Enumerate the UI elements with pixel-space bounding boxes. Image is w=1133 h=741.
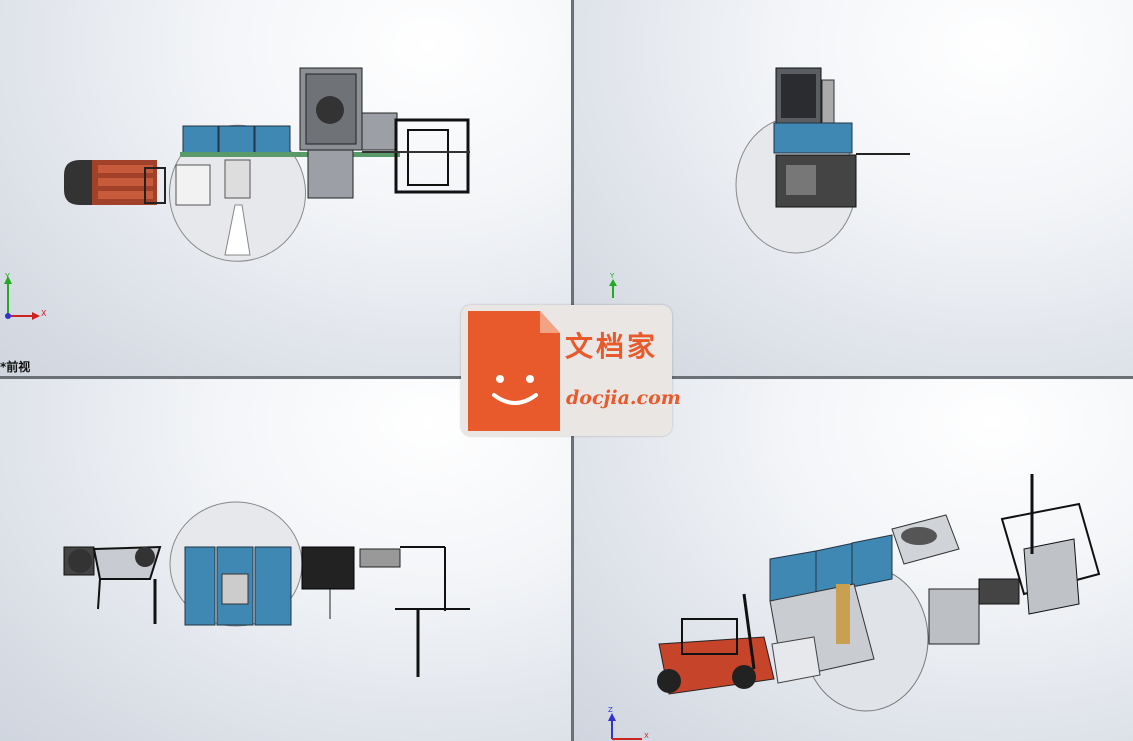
forklift-model bbox=[64, 160, 166, 205]
front-view-model bbox=[64, 67, 470, 262]
watermark-logo: 文档家 docjia.com bbox=[461, 305, 681, 436]
forklift-model bbox=[657, 593, 821, 695]
viewport-top[interactable] bbox=[0, 379, 571, 741]
document-smile-icon bbox=[468, 311, 560, 431]
axis-triad: Y bbox=[609, 272, 617, 298]
watermark-en-text: docjia.com bbox=[566, 387, 681, 409]
viewport-front[interactable]: Y X *前视 bbox=[0, 0, 571, 376]
axis-z-label: Z bbox=[608, 706, 613, 714]
viewport-isometric[interactable]: Z X bbox=[574, 379, 1133, 741]
axis-y-label: Y bbox=[609, 272, 615, 280]
side-view-model bbox=[735, 67, 910, 254]
axis-x-label: X bbox=[644, 732, 649, 740]
watermark-cn-text: 文档家 bbox=[565, 330, 659, 363]
axis-triad: Z X bbox=[608, 706, 649, 740]
top-view-model bbox=[63, 501, 470, 677]
axis-triad: Y X bbox=[4, 272, 47, 320]
axis-x-label: X bbox=[41, 309, 47, 318]
isometric-view-model bbox=[657, 474, 1101, 712]
axis-y-label: Y bbox=[4, 272, 10, 281]
viewport-label: *前视 bbox=[0, 360, 31, 374]
